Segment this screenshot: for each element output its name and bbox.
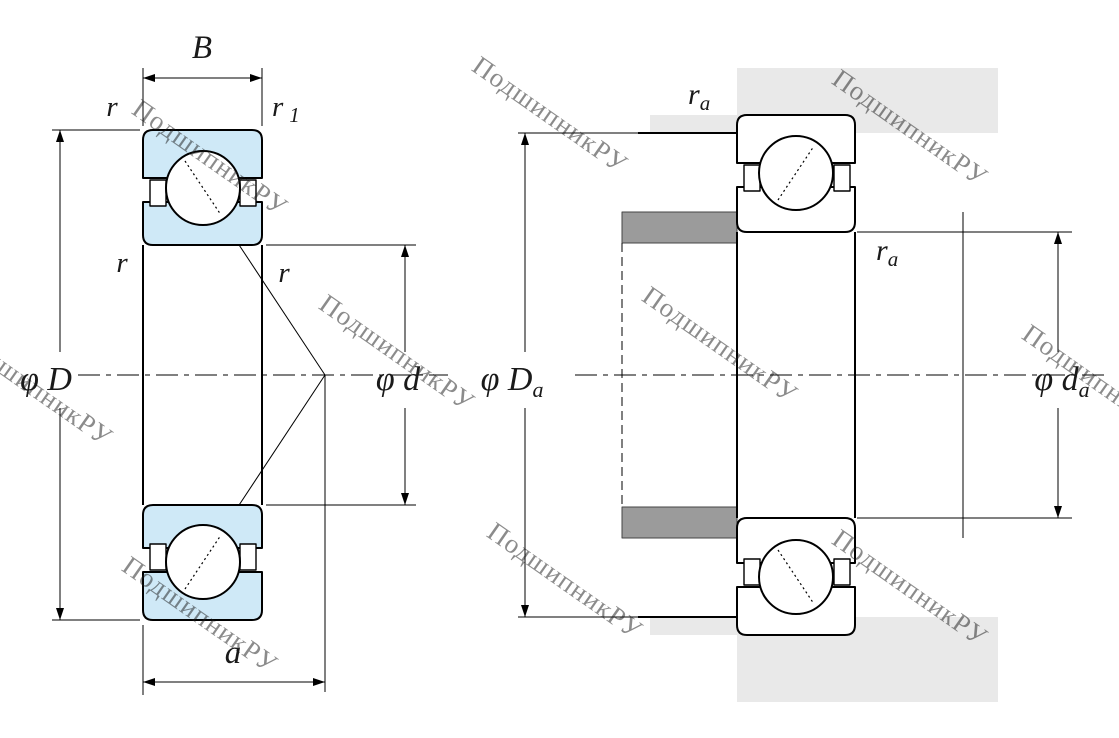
shaft-shoulder-bottom xyxy=(621,506,738,539)
right-view-mounting-section: φ Da φ da ra ra xyxy=(481,68,1108,702)
right-cage-bottom-right xyxy=(833,558,851,586)
ball-bottom xyxy=(165,524,241,600)
right-ball-bottom xyxy=(758,539,834,615)
label-housing-diameter: φ Da xyxy=(481,361,544,402)
watermark: ПодшипникРУ xyxy=(0,323,118,452)
ball-top-contact-axis xyxy=(184,160,222,216)
label-outer-diameter: φ D xyxy=(20,361,72,398)
right-ball-bottom-contact-axis xyxy=(777,549,815,605)
watermark: ПодшипникРУ xyxy=(467,50,633,179)
label-housing-diameter-sub: a xyxy=(532,377,543,402)
shaft-shoulder-top xyxy=(621,211,738,244)
label-bore-diameter: φ d xyxy=(376,361,421,398)
right-ball-top xyxy=(758,135,834,211)
housing-bottom xyxy=(650,617,998,702)
label-ra-mid: ra xyxy=(876,234,898,271)
right-cage-top-right xyxy=(833,164,851,192)
housing-top xyxy=(650,68,998,133)
right-cage-top-left xyxy=(743,164,761,192)
cage-bottom-right xyxy=(239,543,257,571)
right-cage-bottom-left xyxy=(743,558,761,586)
label-shaft-diameter: φ da xyxy=(1034,361,1089,402)
label-r1-sub: 1 xyxy=(289,103,300,127)
label-r-mid-left: r xyxy=(116,247,128,279)
cage-top-left xyxy=(149,179,167,207)
label-ra-top: ra xyxy=(688,78,710,115)
watermark: ПодшипникРУ xyxy=(637,280,803,409)
label-a: a xyxy=(225,635,242,671)
label-r-top-left: r xyxy=(106,91,118,123)
watermark-layer: ПодшипникРУ ПодшипникРУ ПодшипникРУ Подш… xyxy=(0,50,1119,679)
ball-top xyxy=(165,150,241,226)
label-r-mid-right: r xyxy=(278,257,290,289)
label-shaft-diameter-sub: a xyxy=(1079,377,1090,402)
ball-bottom-contact-axis xyxy=(184,534,222,590)
right-ball-top-contact-axis xyxy=(777,145,815,201)
label-B: B xyxy=(192,30,212,66)
label-ra-top-sub: a xyxy=(700,91,711,115)
label-ra-mid-sub: a xyxy=(888,247,899,271)
